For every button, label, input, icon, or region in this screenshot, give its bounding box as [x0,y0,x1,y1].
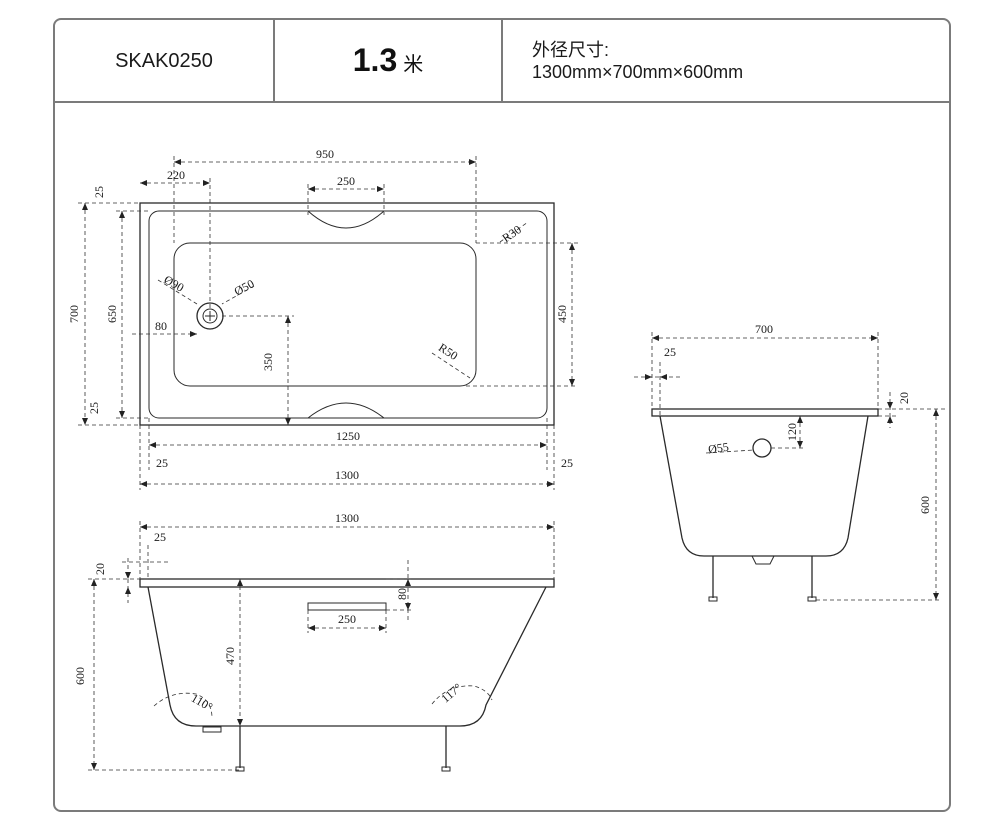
overall-length-label: 1300 [335,468,359,482]
overflow-symbol [752,438,772,458]
model-code: SKAK0250 [115,50,213,72]
front-depth-label: 470 [223,647,237,665]
drain-diameter-label: Ø90 [162,272,187,294]
side-rim-width-label: 25 [664,345,676,359]
length-number: 1.3 [352,42,398,78]
top-view-outline [139,202,555,426]
rim-top-label: 25 [92,186,106,198]
front-handle-recess [307,602,387,611]
corner-radius-inner-label: R50 [436,340,460,363]
front-angle-left-label: 110° [189,691,216,714]
front-drain-outlet [202,726,222,733]
side-overflow-diameter-label: Ø55 [707,440,729,457]
rim-left-label: 25 [156,456,168,470]
top-view-rim [148,210,548,419]
side-drain-outlet [751,555,775,565]
width-label: 700 [67,305,81,323]
drain-inner-diameter-label: Ø50 [232,276,257,298]
handle-width-label: 250 [337,174,355,188]
front-leg-left-foot [235,766,245,772]
side-leg-left-foot [708,596,718,602]
front-handle-width-label: 250 [338,612,356,626]
top-view: 950 220 250 25 700 650 25 450 80 350 125… [67,147,578,490]
top-handle-recess [307,210,385,229]
front-height-label: 600 [73,667,87,685]
side-overflow-height-label: 120 [785,423,799,441]
front-rim-width-label: 25 [154,530,166,544]
side-leg-right-foot [807,596,817,602]
front-view: 1300 25 20 600 470 80 250 110° 117° [73,511,555,772]
side-view-rim [651,408,879,417]
inner-length-label: 1250 [336,429,360,443]
front-view-rim [139,578,555,588]
drain-from-side-label: 80 [155,319,167,333]
front-overall-length-label: 1300 [335,511,359,525]
model-cell: SKAK0250 [55,20,275,101]
front-angle-right-label: 117° [438,680,464,705]
rim-right-label: 25 [561,456,573,470]
drain-offset-label: 220 [167,168,185,182]
side-height-label: 600 [918,496,932,514]
inner-width-label: 650 [105,305,119,323]
basin-width-label: 450 [555,305,569,323]
front-leg-right-foot [441,766,451,772]
basin-length-label: 950 [316,147,334,161]
length-unit: 米 [403,54,424,76]
side-width-label: 700 [755,322,773,336]
front-view-body [147,586,547,727]
side-rim-thickness-label: 20 [897,392,911,404]
corner-radius-outer-label: R30 [499,222,523,245]
bottom-handle-recess [307,402,385,419]
side-view: 700 25 20 120 Ø55 600 [634,322,945,602]
drain-height-label: 350 [261,353,275,371]
front-rim-thickness-label: 20 [93,563,107,575]
front-handle-height-label: 80 [395,588,409,600]
dimensions-value: 1300mm×700mm×600mm [532,62,744,82]
rim-bottom-label: 25 [87,402,101,414]
dimensions-label: 外径尺寸: [532,40,610,60]
dimensions-cell: 外径尺寸: 1300mm×700mm×600mm [503,20,949,101]
side-view-body [659,415,869,557]
top-view-basin [173,242,477,387]
